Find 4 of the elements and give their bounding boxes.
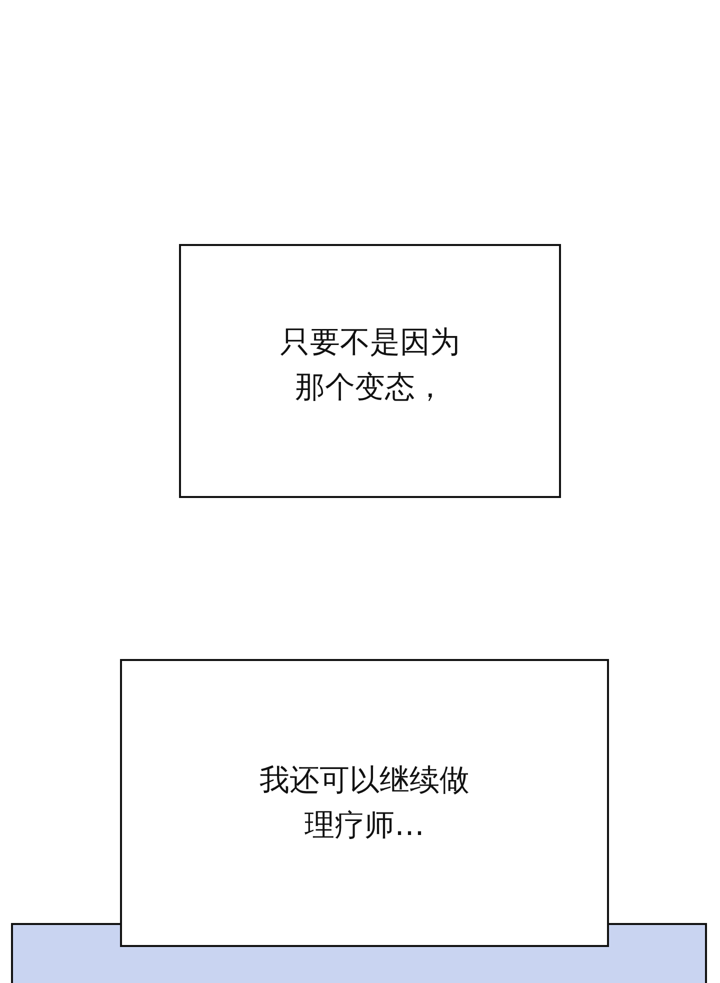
caption-text: 我还可以继续做理疗师… (258, 762, 470, 845)
caption-box (120, 659, 609, 947)
caption-box (179, 244, 561, 498)
caption-text: 只要不是因为那个变态， (279, 324, 461, 407)
